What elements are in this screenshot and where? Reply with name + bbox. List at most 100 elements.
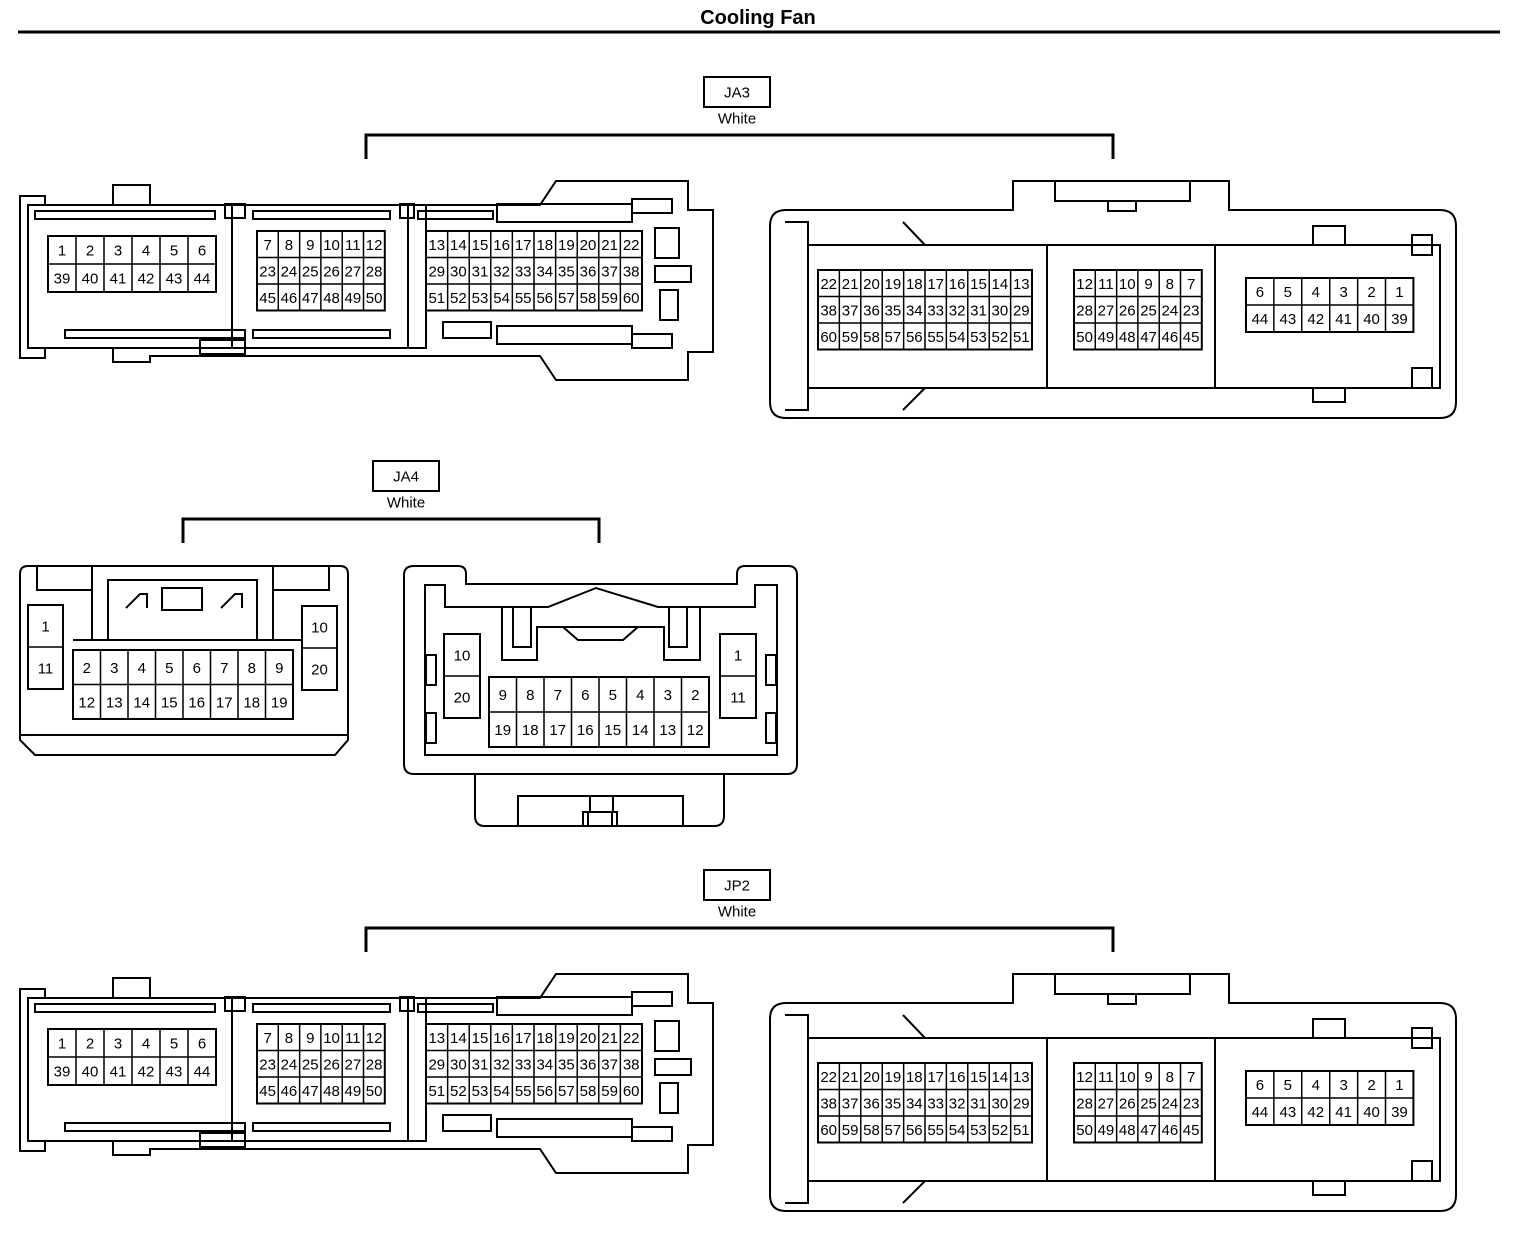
pin-number: 5: [170, 1036, 178, 1053]
pin-number: 20: [863, 1069, 880, 1086]
pin-number: 38: [820, 1095, 837, 1112]
pin-number: 6: [581, 687, 589, 704]
pin-number: 27: [1098, 302, 1115, 319]
pin-number: 40: [1363, 1104, 1380, 1121]
pin-number: 28: [366, 263, 383, 280]
pin-cell: [619, 283, 643, 312]
pin-number: 46: [281, 290, 298, 307]
pin-number: 1: [41, 619, 49, 636]
housing-feature: [224, 203, 246, 219]
pin-number: 13: [1013, 276, 1030, 293]
housing-feature: [252, 329, 391, 339]
pin-number: 11: [730, 690, 746, 707]
pin-cell: [1009, 322, 1033, 351]
pin-number: 41: [1335, 311, 1352, 328]
pin-number: 36: [580, 1056, 597, 1073]
pin-number: 27: [1098, 1095, 1115, 1112]
housing-feature: [496, 1118, 633, 1138]
connector-color: White: [718, 904, 756, 921]
pin-number: 54: [949, 329, 966, 346]
pin-number: 49: [345, 1083, 362, 1100]
pin-number: 26: [323, 263, 340, 280]
pin-number: 6: [198, 1036, 206, 1053]
pin-number: 13: [428, 1030, 445, 1047]
pin-number: 53: [472, 1083, 489, 1100]
pin-number: 55: [515, 290, 532, 307]
pin-number: 32: [949, 1095, 966, 1112]
connector-bracket: [364, 133, 1115, 159]
pin-number: 17: [927, 1069, 944, 1086]
pin-number: 25: [302, 1056, 319, 1073]
pin-number: 20: [311, 662, 328, 679]
pin-number: 13: [659, 722, 676, 739]
pin-number: 52: [992, 1122, 1009, 1139]
pin-number: 44: [194, 1064, 211, 1081]
pin-number: 34: [906, 1095, 923, 1112]
pin-number: 13: [106, 694, 123, 711]
pin-number: 19: [558, 1030, 575, 1047]
pin-number: 12: [366, 237, 383, 254]
connector-color: White: [387, 495, 425, 512]
pin-number: 18: [536, 237, 553, 254]
pin-cell: [362, 1076, 386, 1105]
pin-number: 45: [1183, 329, 1200, 346]
pin-number: 56: [906, 329, 923, 346]
pin-number: 60: [820, 1122, 837, 1139]
connector-bracket: [181, 517, 601, 543]
pin-number: 28: [366, 1056, 383, 1073]
pin-cell: [619, 1076, 643, 1105]
pin-number: 51: [1013, 1122, 1030, 1139]
pin-number: 8: [1166, 276, 1174, 293]
pin-number: 17: [216, 694, 233, 711]
pin-number: 41: [110, 1064, 127, 1081]
pin-number: 47: [302, 1083, 319, 1100]
pin-number: 33: [515, 1056, 532, 1073]
pin-number: 12: [1076, 276, 1093, 293]
housing-feature: [631, 333, 673, 349]
pin-number: 21: [842, 1069, 859, 1086]
connector-color: White: [718, 111, 756, 128]
pin-number: 1: [1395, 1077, 1403, 1094]
pin-number: 21: [601, 237, 618, 254]
pin-number: 52: [450, 1083, 467, 1100]
pin-number: 36: [863, 302, 880, 319]
pin-number: 2: [1367, 284, 1375, 301]
pin-number: 9: [1144, 276, 1152, 293]
pin-number: 19: [271, 694, 288, 711]
pin-number: 39: [54, 271, 71, 288]
pin-number: 41: [110, 271, 127, 288]
pin-number: 46: [1162, 329, 1179, 346]
pin-number: 30: [450, 263, 467, 280]
pin-number: 3: [110, 660, 118, 677]
housing-feature: [654, 1020, 680, 1052]
pin-number: 51: [428, 290, 445, 307]
pin-number: 37: [601, 1056, 618, 1073]
pin-number: 26: [1119, 1095, 1136, 1112]
pin-number: 4: [1312, 1077, 1320, 1094]
pin-number: 4: [636, 687, 644, 704]
pin-number: 43: [1280, 311, 1297, 328]
housing-feature: [1312, 1180, 1346, 1196]
pin-number: 6: [1256, 1077, 1264, 1094]
pin-number: 28: [1076, 1095, 1093, 1112]
housing-feature: [252, 1003, 391, 1013]
pin-number: 24: [1162, 302, 1179, 319]
housing-feature: [668, 606, 688, 648]
pin-number: 42: [138, 1064, 155, 1081]
pin-number: 50: [1076, 329, 1093, 346]
pin-number: 14: [450, 237, 467, 254]
pin-number: 9: [1144, 1069, 1152, 1086]
pin-number: 20: [580, 1030, 597, 1047]
pin-number: 8: [285, 237, 293, 254]
pin-number: 29: [428, 263, 445, 280]
pin-number: 15: [604, 722, 621, 739]
pin-number: 13: [428, 237, 445, 254]
housing-feature: [654, 227, 680, 259]
pin-number: 2: [86, 1036, 94, 1053]
pin-cell: [1009, 1115, 1033, 1144]
pin-number: 35: [885, 302, 902, 319]
pin-number: 23: [259, 1056, 276, 1073]
